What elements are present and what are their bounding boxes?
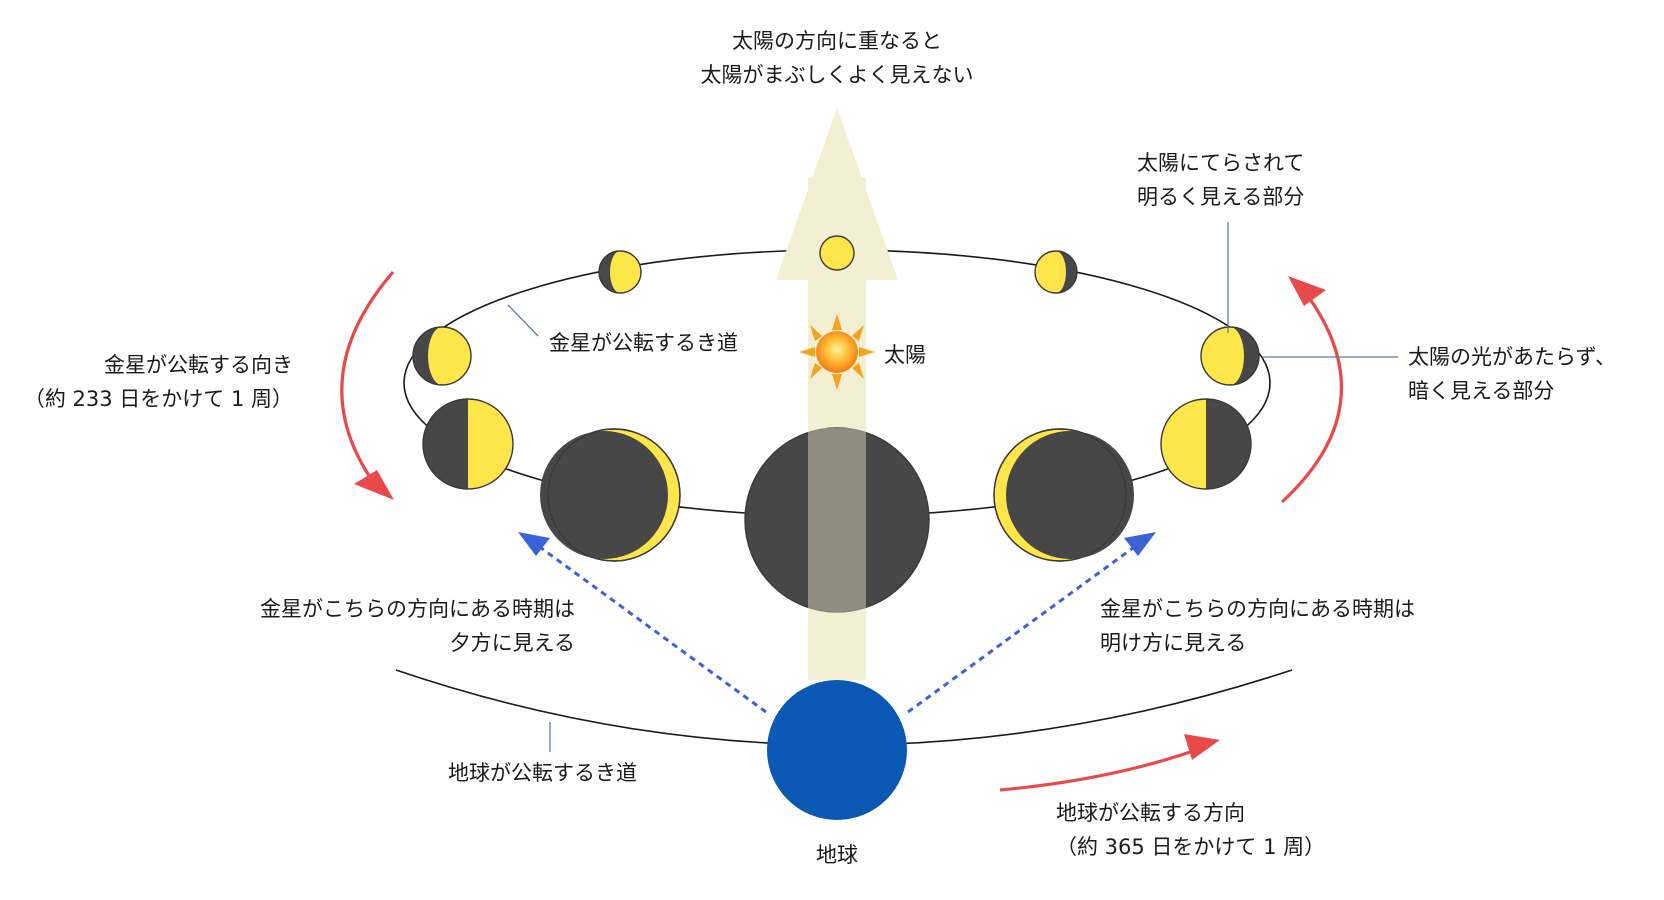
earth-orbit-label: 地球が公転するき道 [448,761,637,785]
venus-phase-icon [412,235,1260,613]
venus-orbit-label: 金星が公転するき道 [549,331,738,355]
sun-direction-label: 太陽の方向に重なると 太陽がまぶしくよく見えない [700,29,974,87]
morning-direction-arrow [907,532,1156,714]
venus-revolution-arrow-right [1280,276,1343,504]
earth-circle [767,680,907,820]
sun-icon [799,314,875,390]
leader-lines [507,222,1398,752]
earth-revolution-arrow [999,734,1220,792]
dark-part-label: 太陽の光があたらず、 暗く見える部分 [1408,345,1617,403]
sun-beam-overlay [808,428,866,680]
venus-revolution-arrow-left [340,270,395,500]
evening-direction-arrow [518,532,767,714]
lit-part-label: 太陽にてらされて 明るく見える部分 [1137,151,1305,209]
sun-label: 太陽 [884,343,926,367]
earth-label: 地球 [816,843,858,867]
evening-visibility-label: 金星がこちらの方向にある時期は 夕方に見える [260,597,575,655]
earth-revolution-label: 地球が公転する方向 （約 365 日をかけて 1 周） [1056,801,1326,859]
morning-visibility-label: 金星がこちらの方向にある時期は 明け方に見える [1100,597,1415,655]
venus-revolution-label: 金星が公転する向き （約 233 日をかけて 1 周） [23,353,293,411]
